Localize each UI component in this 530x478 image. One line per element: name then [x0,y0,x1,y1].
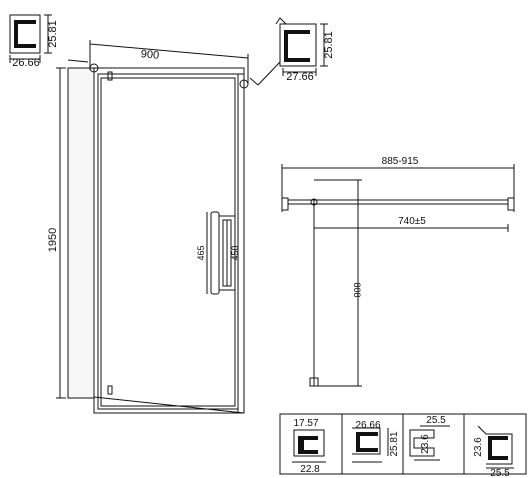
detail-1-bottom-label: 22.8 [300,464,320,475]
profile-right-width-label: 27.66 [286,71,314,83]
detail-2-height-label: 25.81 [389,431,400,456]
detail-3-height-label: 23.6 [420,434,431,454]
door-width-label: 900 [140,48,159,62]
handle-outer-label: 465 [196,245,206,260]
profile-left-width-label: 26.66 [12,57,40,69]
handle-inner-label: 450 [230,245,240,260]
profile-top-right [257,17,328,86]
plan-swing-label: 808 [352,282,362,297]
detail-4-width-label: 25.5 [490,468,510,478]
plan-opening-label: 740±5 [398,216,426,227]
detail-1-top-label: 17.57 [293,418,318,429]
plan-view [281,164,515,387]
profile-right-height-label: 25.81 [323,31,335,59]
door-elevation [56,40,259,414]
door-height-label: 1950 [47,228,59,252]
detail-2-width-label: 26.66 [355,420,380,431]
detail-table [279,413,527,475]
detail-3-width-label: 25.5 [426,415,446,426]
detail-4-height-label: 23.6 [473,437,484,457]
plan-total-label: 885-915 [382,156,419,167]
profile-left-height-label: 25.81 [47,20,59,48]
profile-top-left [9,14,52,63]
